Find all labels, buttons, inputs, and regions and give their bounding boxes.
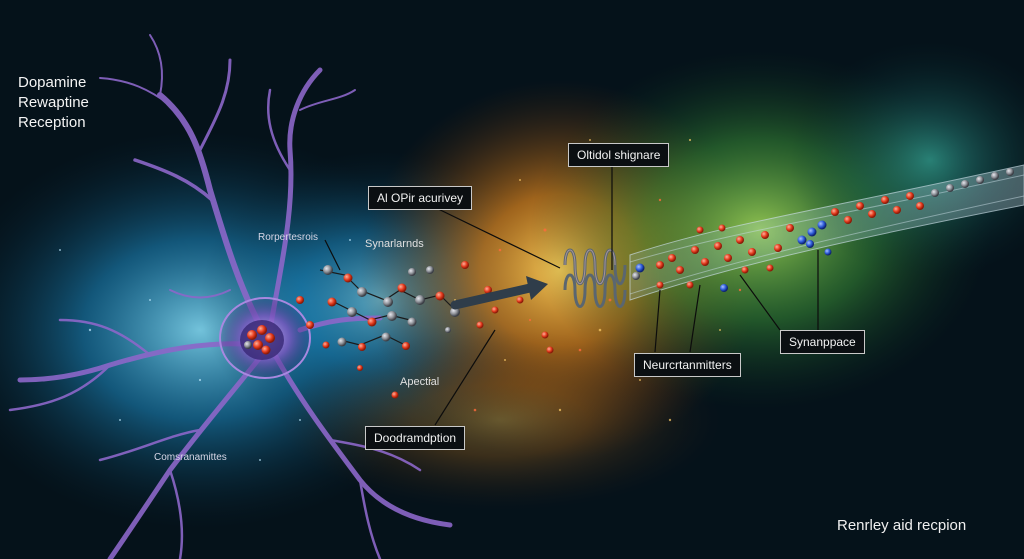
label-apectial: Apectial	[400, 376, 440, 388]
diagram-title: Dopamine Rewaptine Reception	[18, 73, 89, 133]
title-line-2: Rewaptine	[18, 94, 89, 111]
label-neurotransmitters: Neurcrtanmitters	[634, 353, 741, 377]
label-receptors: Rorpertesrois	[258, 232, 319, 243]
caption: Renrley aid recpion	[837, 517, 967, 534]
label-signal: Oltidol shignare	[568, 143, 670, 167]
label-synaptic: Synarlarnds	[365, 238, 424, 250]
label-activity: Al OPir acurivey	[368, 186, 473, 210]
title-line-3: Reception	[18, 114, 86, 131]
label-constransmitters: Comsranamittes	[154, 452, 227, 463]
title-line-1: Dopamine	[18, 74, 87, 91]
label-dopamine-adoption: Doodramdption	[365, 426, 466, 450]
label-synapse: Synanppace	[780, 330, 865, 354]
